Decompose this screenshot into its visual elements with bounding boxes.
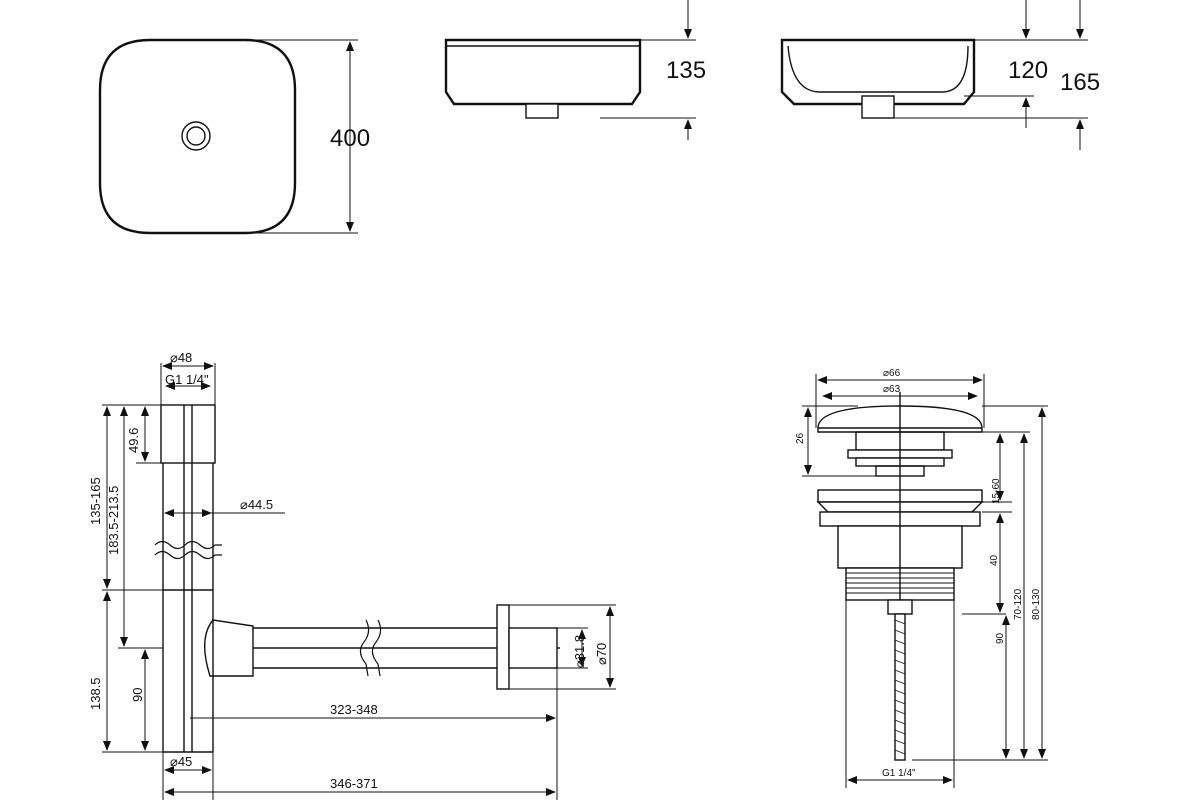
drain-valve-drawing: ⌀66 ⌀63 26 15-60 40 90 70-120 80-130 xyxy=(795,368,1048,788)
drain-cap-outer-diameter: ⌀66 xyxy=(883,368,901,379)
basin-section-inner-label: 120 xyxy=(1008,57,1048,84)
siphon-range-inner: 183.5-213.5 xyxy=(106,486,121,555)
basin-section-total-label: 165 xyxy=(1060,69,1100,96)
siphon-drawing: ⌀48 G1 1/4" 49.6 135-165 183.5-213.5 ⌀44… xyxy=(88,350,616,800)
drain-thread-label: G1 1/4" xyxy=(882,768,916,779)
siphon-outlet-diameter: ⌀31.8 xyxy=(572,635,587,668)
siphon-total-length: 346-371 xyxy=(330,776,378,791)
basin-section-view: 120 165 xyxy=(780,0,1100,150)
siphon-cap-height: 49.6 xyxy=(126,428,141,453)
drain-cap-height: 26 xyxy=(795,432,806,444)
siphon-pipe-diameter: ⌀44.5 xyxy=(240,497,273,512)
basin-width-label: 400 xyxy=(330,125,370,152)
siphon-lower-total: 138.5 xyxy=(88,677,103,710)
drain-range-a: 70-120 xyxy=(1013,588,1024,620)
siphon-inner-length: 323-348 xyxy=(330,702,378,717)
siphon-flange-diameter: ⌀70 xyxy=(594,643,609,665)
siphon-top-diameter: ⌀48 xyxy=(170,350,192,365)
drain-clamp-range: 15-60 xyxy=(991,478,1002,504)
drain-rod-length: 90 xyxy=(995,632,1006,644)
basin-front-view: 135 xyxy=(444,0,706,140)
drain-hole-icon xyxy=(181,121,211,151)
drain-range-b: 80-130 xyxy=(1031,588,1042,620)
drain-cap-inner-diameter: ⌀63 xyxy=(883,384,901,395)
rod-thread-lines xyxy=(894,619,906,755)
siphon-lower-part: 90 xyxy=(130,688,145,702)
drain-body-height: 40 xyxy=(989,554,1000,566)
basin-front-height-label: 135 xyxy=(666,57,706,84)
basin-top-view: 400 xyxy=(98,38,370,235)
siphon-bottom-diameter: ⌀45 xyxy=(170,754,192,769)
siphon-thread-label: G1 1/4" xyxy=(165,372,209,387)
siphon-range-outer: 135-165 xyxy=(88,477,103,525)
